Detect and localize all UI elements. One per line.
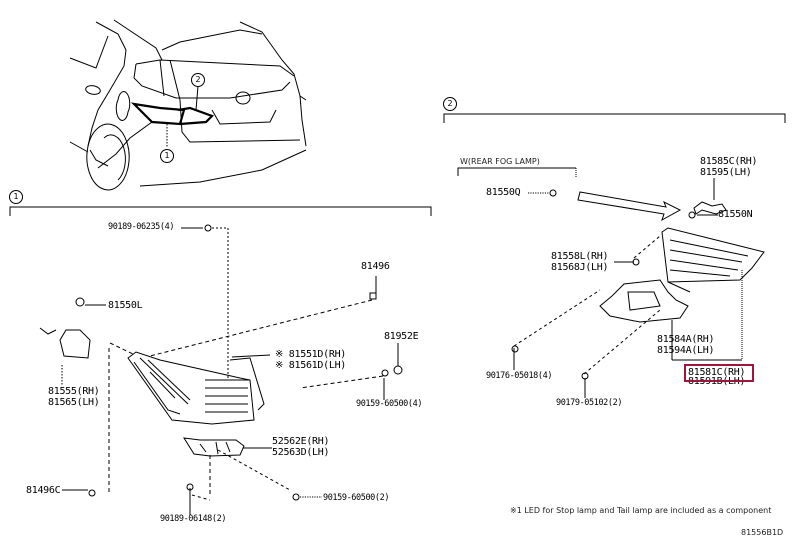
- part-label-81550Q[interactable]: 81550Q: [486, 187, 521, 198]
- part-label-lh: 81594A(LH): [657, 345, 715, 356]
- part-label-rh: 81581C(RH): [688, 367, 746, 378]
- part-label-90176-05018[interactable]: 90176-05018(4): [486, 371, 553, 381]
- part-label-90189-06235[interactable]: 90189-06235(4): [108, 222, 175, 232]
- part-label-81558L[interactable]: 81558L(RH) 81568J(LH): [551, 251, 609, 273]
- part-label-81551D[interactable]: ※ 81551D(RH) ※ 81561D(LH): [275, 349, 346, 371]
- part-label-rh: ※ 81551D(RH): [275, 349, 347, 360]
- part-label-rh: 81558L(RH): [551, 251, 609, 262]
- part-label-90159-60500-4[interactable]: 90159-60500(4): [356, 399, 423, 409]
- vehicle-overview-drawing: [69, 19, 307, 191]
- part-label-81952E[interactable]: 81952E: [384, 331, 419, 342]
- part-label-81496C[interactable]: 81496C: [26, 485, 61, 496]
- part-label-52562E[interactable]: 52562E(RH) 52563D(LH): [272, 436, 330, 458]
- footnote: ※1 LED for Stop lamp and Tail lamp are i…: [510, 506, 772, 515]
- section-2-frame: [443, 113, 786, 178]
- overview-callout-2[interactable]: 2: [191, 73, 205, 87]
- diagram-id-code: 81556B1D: [741, 528, 784, 537]
- lamp-cover-drawing: [599, 279, 689, 323]
- part-label-rh: 52562E(RH): [272, 436, 330, 447]
- selected-part-highlight: [684, 364, 754, 382]
- part-label-lh: ※ 81561D(LH): [275, 360, 347, 371]
- part-label-81496[interactable]: 81496: [361, 261, 390, 272]
- section-1-fasteners: [75, 224, 403, 501]
- left-tail-lamp-drawing: [39, 327, 265, 425]
- part-label-rh: 81555(RH): [48, 386, 100, 397]
- part-label-81585C[interactable]: 81585C(RH) 81595(LH): [700, 156, 758, 178]
- part-label-81550L[interactable]: 81550L: [108, 300, 143, 311]
- section-1-leaders: [61, 227, 399, 515]
- bracket-drawing: [183, 437, 245, 457]
- section-1-frame: [9, 206, 432, 216]
- overview-callout-1[interactable]: 1: [160, 149, 174, 163]
- part-label-81584A[interactable]: 81584A(RH) 81594A(LH): [657, 334, 715, 356]
- part-label-lh: 81565(LH): [48, 397, 100, 408]
- subgroup-title: W(REAR FOG LAMP): [460, 157, 540, 166]
- part-label-90189-06148[interactable]: 90189-06148(2): [160, 514, 227, 524]
- part-label-rh: 81584A(RH): [657, 334, 715, 345]
- part-label-90179-05102[interactable]: 90179-05102(2): [556, 398, 623, 408]
- part-label-81550N[interactable]: 81550N: [718, 209, 753, 220]
- part-label-90159-60500-2[interactable]: 90159-60500(2): [323, 493, 390, 503]
- part-label-lh: 52563D(LH): [272, 447, 330, 458]
- section-2-leaders: [511, 178, 743, 398]
- inner-lamp-drawing: [661, 227, 765, 293]
- part-label-81555[interactable]: 81555(RH) 81565(LH): [48, 386, 100, 408]
- part-label-lh: 81595(LH): [700, 167, 752, 178]
- part-label-rh: 81585C(RH): [700, 156, 758, 167]
- section-2-callout: 2: [443, 97, 457, 111]
- part-label-lh: 81568J(LH): [551, 262, 609, 273]
- section-1-callout: 1: [9, 190, 23, 204]
